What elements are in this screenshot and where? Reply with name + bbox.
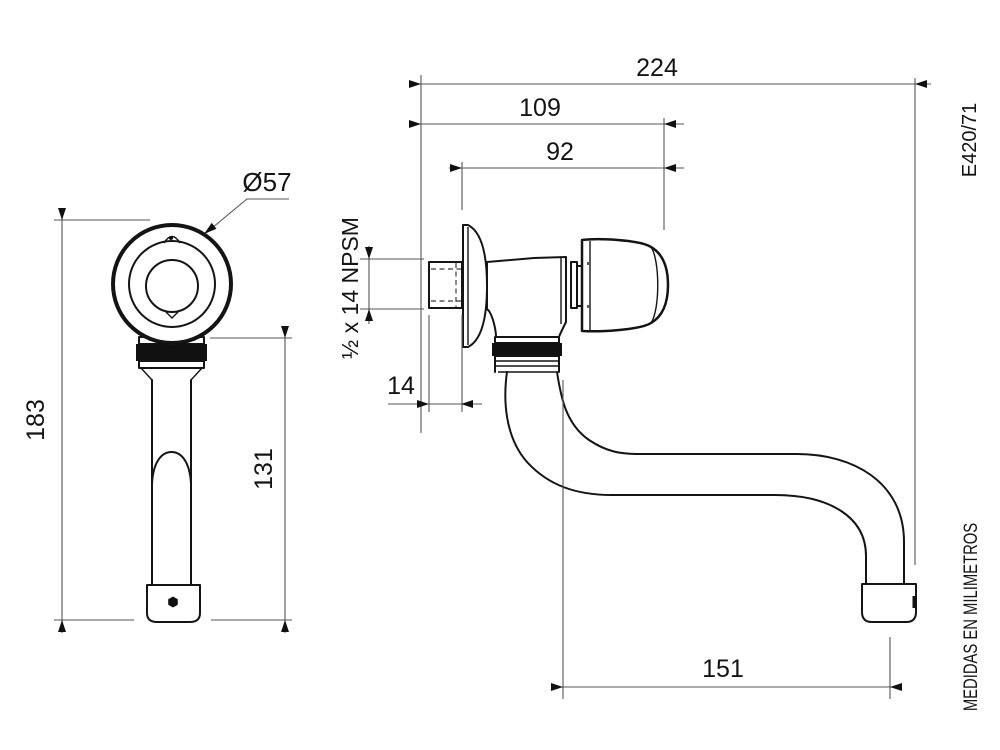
dimension-diameter-57: Ø57: [204, 167, 292, 234]
extension-lines: [420, 75, 916, 699]
side-wall-flange: [462, 224, 488, 348]
front-neck-black-band: [136, 344, 207, 361]
side-knob-front-arc: [650, 246, 659, 324]
dimension-109: 109: [409, 94, 684, 128]
dimension-224: 224: [409, 54, 931, 88]
units-note: MEDIDAS EN MILIMETROS: [960, 523, 981, 711]
dim-label-14: 14: [387, 372, 415, 400]
side-neck-ring-bottom: [494, 355, 560, 373]
dimension-92: 92: [449, 138, 684, 172]
dim-label-183: 183: [22, 399, 50, 441]
side-neck-ring-top: [494, 336, 560, 344]
side-neck-lines: [495, 360, 559, 373]
side-aerator: [861, 583, 917, 623]
dimension-151: 151: [551, 655, 902, 691]
dim-label-131: 131: [250, 448, 278, 490]
front-neck-ring-bottom: [138, 360, 205, 369]
side-spout-upper-outline: [556, 371, 905, 585]
front-spout-bend-arc: [151, 451, 192, 485]
front-knob-top-dot: [169, 236, 173, 240]
dimension-14: 14: [387, 372, 482, 408]
dim-label-109: 109: [519, 94, 561, 122]
dim-label-151: 151: [702, 655, 744, 683]
dimension-thread: ½ x 14 NPSM: [337, 217, 424, 359]
side-handle-knob: [580, 238, 670, 333]
front-view: [111, 223, 233, 623]
front-aerator-hex-dot: [168, 596, 178, 608]
front-neck-taper: [140, 367, 203, 381]
front-spout-tube: [151, 379, 192, 586]
dim-label-diameter: Ø57: [242, 167, 291, 197]
side-valve-body: [486, 256, 567, 338]
side-neck-black-band: [492, 343, 562, 356]
side-thread-lines: [431, 263, 461, 307]
dim-label-thread-spec: ½ x 14 NPSM: [337, 217, 363, 359]
ext-spout-reach: [562, 380, 891, 699]
front-knob-middle-circle: [128, 240, 216, 328]
side-spout-lower-outline: [504, 371, 867, 585]
dim-label-92: 92: [546, 138, 574, 166]
dim-label-224: 224: [636, 54, 678, 82]
front-knob-outer-circle: [111, 223, 233, 345]
front-knob-inner-circle: [145, 259, 199, 313]
side-aerator-mark: [912, 596, 916, 608]
front-knob-indicator-notch: [164, 310, 180, 319]
drawing-code-note: E420/71: [959, 103, 981, 178]
dimension-131: 131: [210, 326, 292, 633]
dimension-183: 183: [22, 208, 292, 633]
side-view: [428, 224, 917, 623]
